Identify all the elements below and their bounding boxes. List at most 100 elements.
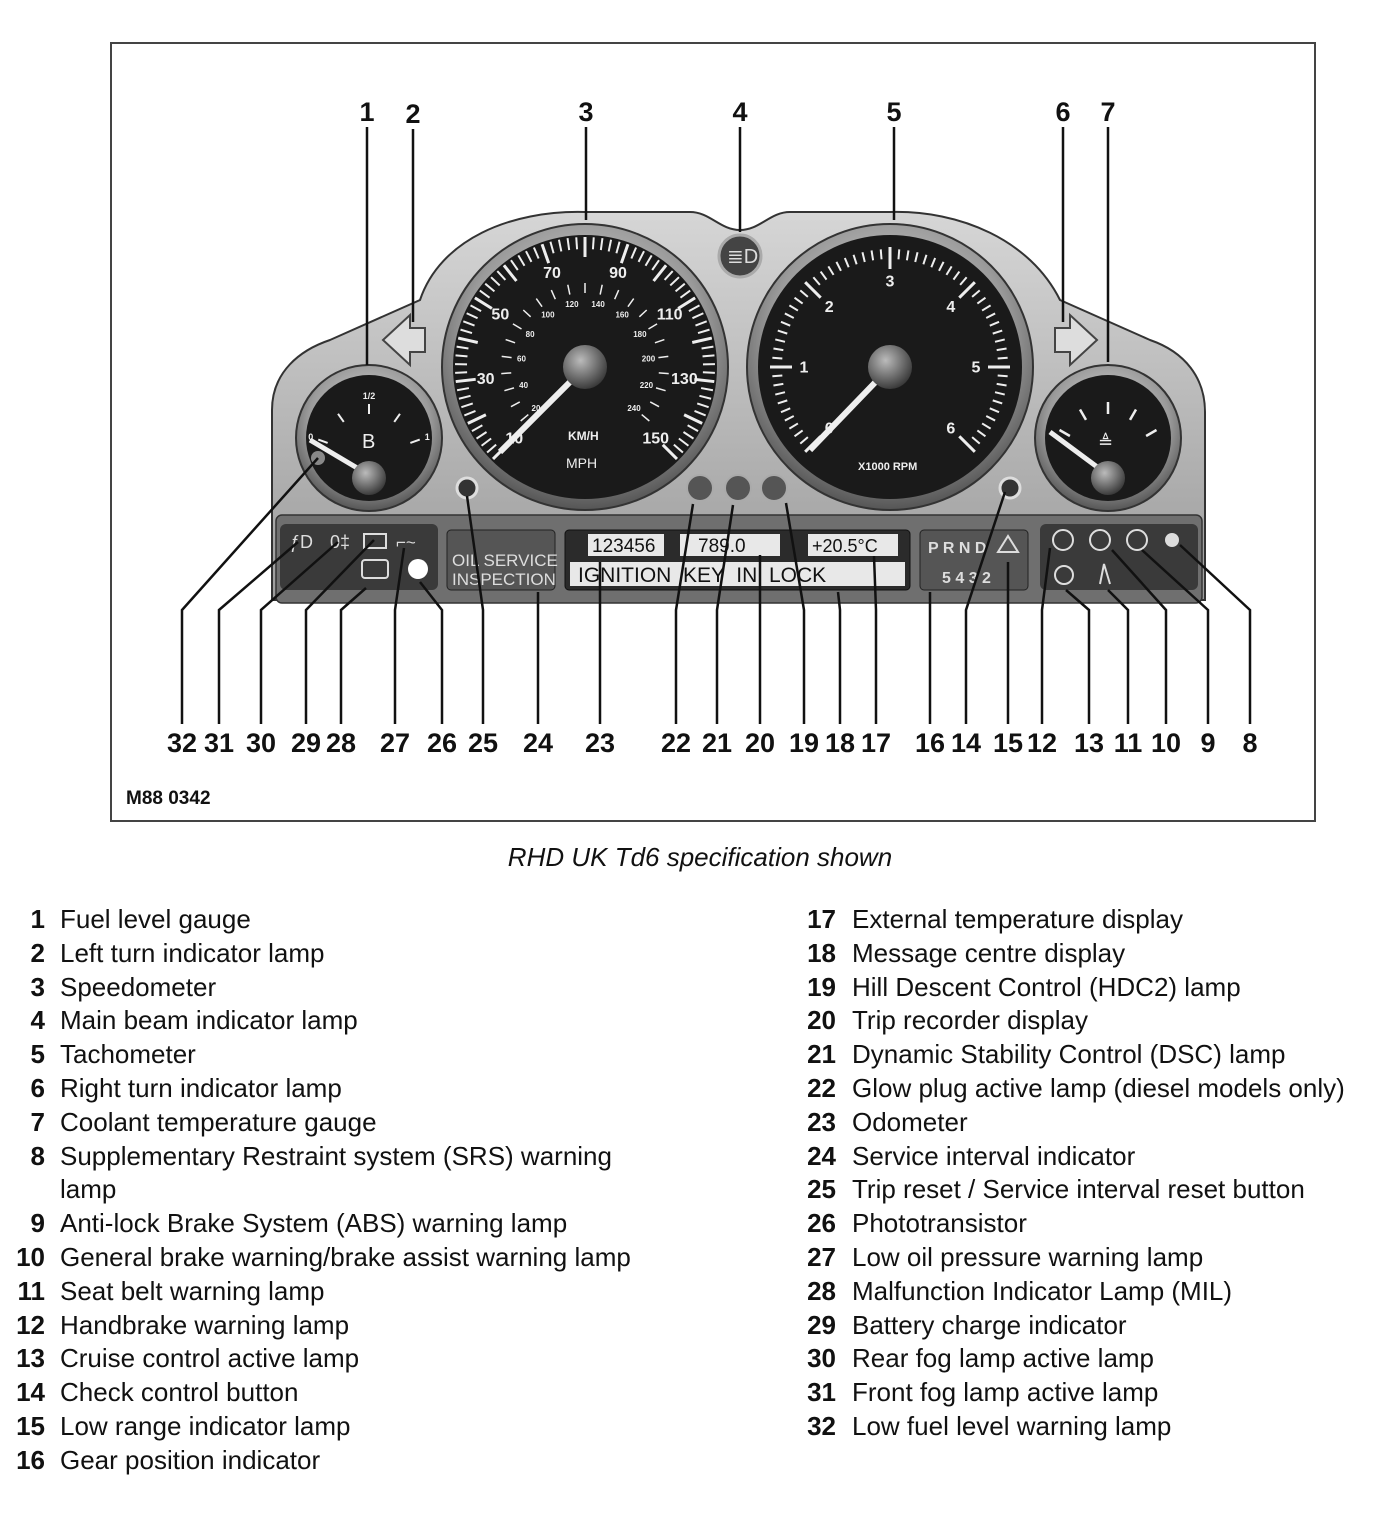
speedo-tick	[532, 247, 540, 259]
callout-9: 9	[1200, 728, 1215, 758]
tacho-tick	[780, 407, 791, 414]
callout-21: 21	[702, 728, 732, 758]
battery-icon	[363, 533, 387, 549]
legend-number: 3	[30, 971, 45, 1002]
tacho-tick	[870, 250, 875, 261]
leader-bottom	[1065, 589, 1091, 724]
tacho-tick	[938, 261, 945, 272]
tacho-tick	[777, 399, 788, 405]
tacho-tick	[985, 415, 996, 422]
leader-bottom	[1040, 547, 1052, 724]
speedo-tick	[669, 276, 680, 287]
tacho-tick	[945, 265, 953, 276]
speedo-tick	[591, 237, 595, 250]
tacho-tick	[793, 296, 804, 305]
callout-6: 6	[1055, 97, 1070, 127]
legend-text: Main beam indicator lamp	[60, 1005, 358, 1036]
speedo-major-tick	[540, 243, 551, 264]
seat-belt-icon	[1099, 563, 1111, 585]
speedo-kmh-tick	[567, 284, 571, 295]
tacho-tick	[996, 382, 1007, 387]
fuel-label: 1/2	[363, 391, 376, 401]
legend-number: 24	[807, 1140, 836, 1171]
speedo-tick	[651, 259, 660, 271]
engine-mil-icon	[361, 559, 389, 579]
legend-text: Dynamic Stability Control (DSC) lamp	[852, 1039, 1286, 1070]
leader-bottom	[674, 503, 695, 724]
legend-text: General brake warning/brake assist warni…	[60, 1241, 631, 1272]
handbrake-icon	[1052, 529, 1074, 551]
legend-number: 15	[16, 1410, 45, 1441]
tacho-tick	[996, 347, 1007, 352]
legend-text: Low oil pressure warning lamp	[852, 1241, 1204, 1272]
speedo-tick	[599, 238, 604, 251]
tacho-major-tick	[804, 281, 822, 299]
legend-number: 21	[807, 1039, 836, 1070]
coolant-gauge: ≜	[1034, 364, 1182, 512]
leader-bottom	[304, 539, 375, 724]
speedo-tick	[637, 250, 645, 263]
leader-bottom	[419, 581, 444, 724]
coolant-tick	[1145, 428, 1158, 438]
tacho-tick	[843, 257, 850, 268]
legend-text: Handbrake warning lamp	[60, 1309, 350, 1340]
speedo-kmh-label: 240	[627, 404, 641, 413]
tacho-tick	[819, 270, 828, 281]
leader-bottom	[1107, 589, 1130, 724]
tacho-tick	[788, 304, 799, 312]
speedo-kmh-tick	[613, 289, 620, 300]
legend-number: 12	[16, 1309, 45, 1340]
speedo-tick	[700, 387, 714, 392]
message-window	[570, 562, 905, 586]
speedo-tick	[702, 354, 715, 358]
legend-text: Right turn indicator lamp	[60, 1072, 342, 1103]
speedo-tick	[696, 402, 709, 409]
speedo-kmh-label: 200	[642, 355, 656, 364]
service-line-1: OIL SERVICE	[452, 551, 558, 570]
speedo-tick	[460, 328, 473, 335]
speedo-tick	[456, 387, 470, 392]
legend-number: 11	[17, 1275, 46, 1306]
tacho-tick	[971, 289, 981, 298]
tachometer: 0123456 X1000 RPM	[746, 223, 1034, 511]
speedo-tick	[475, 431, 488, 440]
tacho-tick	[994, 338, 1005, 343]
speedo-tick	[455, 354, 468, 358]
speedo-tick	[615, 241, 621, 254]
fuel-tick	[317, 438, 328, 444]
leader-bottom	[964, 491, 1007, 724]
trip-reset-button[interactable]	[455, 476, 479, 500]
legend-item: 21 Dynamic Stability Control (DSC) lamp	[790, 1038, 1400, 1072]
legend-number: 4	[30, 1005, 45, 1036]
phototransistor-icon	[408, 559, 428, 579]
speedo-kmh-label: 120	[565, 300, 579, 309]
speedo-tick	[682, 431, 695, 440]
legend-text: External temperature display	[852, 904, 1183, 934]
fuel-tick	[393, 413, 401, 423]
legend-number: 13	[16, 1343, 45, 1374]
callout-10: 10	[1151, 728, 1181, 758]
callout-8: 8	[1242, 728, 1257, 758]
speedo-mph-label: 150	[642, 430, 669, 447]
legend-text: Front fog lamp active lamp	[852, 1377, 1159, 1408]
legend-text: Fuel level gauge	[60, 904, 251, 934]
tacho-tick	[777, 329, 788, 335]
speedo-major-tick	[619, 243, 630, 264]
tacho-tick	[994, 391, 1005, 396]
speedo-kmh-label: 180	[633, 330, 647, 339]
speedo-mph-label: 50	[491, 306, 509, 323]
legend-number: 30	[807, 1343, 836, 1374]
leader-bottom	[465, 495, 485, 724]
legend-number: 29	[807, 1309, 836, 1340]
speedo-kmh-tick	[505, 338, 516, 344]
leader-bottom	[393, 547, 406, 724]
